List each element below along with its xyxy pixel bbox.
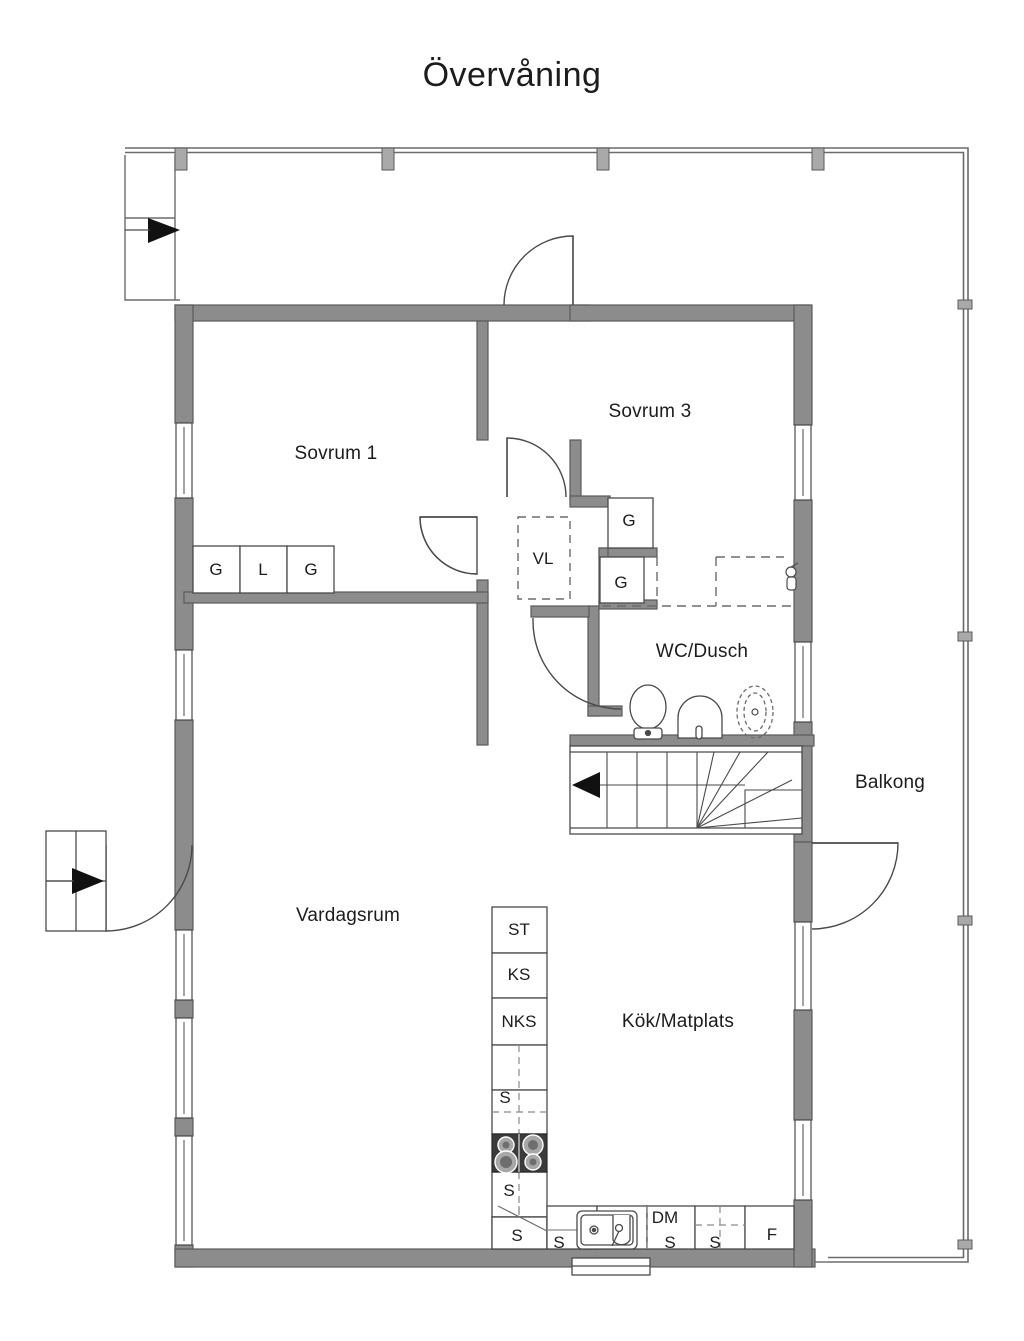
top-balcony-slab — [124, 155, 180, 301]
closet-hall-g — [599, 497, 654, 604]
unit-label: S — [553, 1233, 565, 1252]
window-group-right — [794, 424, 812, 1201]
entrance-arrow-top — [148, 218, 180, 243]
unit-label: VL — [532, 549, 554, 568]
staircase — [569, 745, 803, 835]
unit-label: S — [664, 1233, 676, 1252]
interior-walls — [183, 320, 815, 747]
page-title: Övervåning — [422, 56, 602, 94]
railing-posts — [957, 299, 973, 1250]
stair-direction-arrow — [572, 772, 600, 798]
unit-label: S — [709, 1233, 721, 1252]
wc-shower-zone — [602, 556, 794, 607]
window-group-left — [175, 422, 193, 1246]
outer-boundary-railing — [125, 147, 969, 1263]
unit-label: F — [766, 1225, 778, 1244]
unit-label: NKS — [501, 1012, 537, 1031]
door-swings — [105, 235, 899, 932]
room-label: Vardagsrum — [295, 905, 401, 926]
entrance-arrow-left — [72, 868, 104, 894]
unit-label: DM — [651, 1208, 679, 1227]
unit-label: ST — [508, 920, 530, 939]
unit-label: G — [209, 560, 223, 579]
sink-window-projection — [571, 1257, 651, 1276]
unit-label: G — [304, 560, 318, 579]
unit-label: G — [614, 573, 628, 592]
unit-label: S — [511, 1226, 523, 1245]
unit-label: S — [499, 1088, 511, 1107]
room-label: Sovrum 3 — [608, 401, 692, 422]
floor-drain-icon — [736, 685, 774, 739]
room-label: WC/Dusch — [655, 641, 749, 662]
room-label: Kök/Matplats — [621, 1011, 735, 1032]
drain-center — [751, 708, 759, 716]
stove-icon — [491, 1133, 548, 1174]
unit-label: KS — [507, 965, 531, 984]
kitchen-sink-icon — [576, 1210, 638, 1250]
unit-label: G — [622, 511, 636, 530]
room-label: Sovrum 1 — [294, 443, 378, 464]
shower-mixer-icon — [785, 562, 799, 591]
toilet-icon — [629, 684, 667, 740]
sink-icon — [677, 695, 723, 740]
vl-dashed-box — [517, 516, 571, 600]
closet-row-sovrum1 — [192, 545, 335, 594]
unit-label: S — [503, 1181, 515, 1200]
unit-label: L — [258, 560, 268, 579]
corner-cabinet-marks — [497, 1205, 548, 1232]
top-balcony-posts — [174, 147, 825, 171]
room-label: Balkong — [854, 772, 926, 793]
